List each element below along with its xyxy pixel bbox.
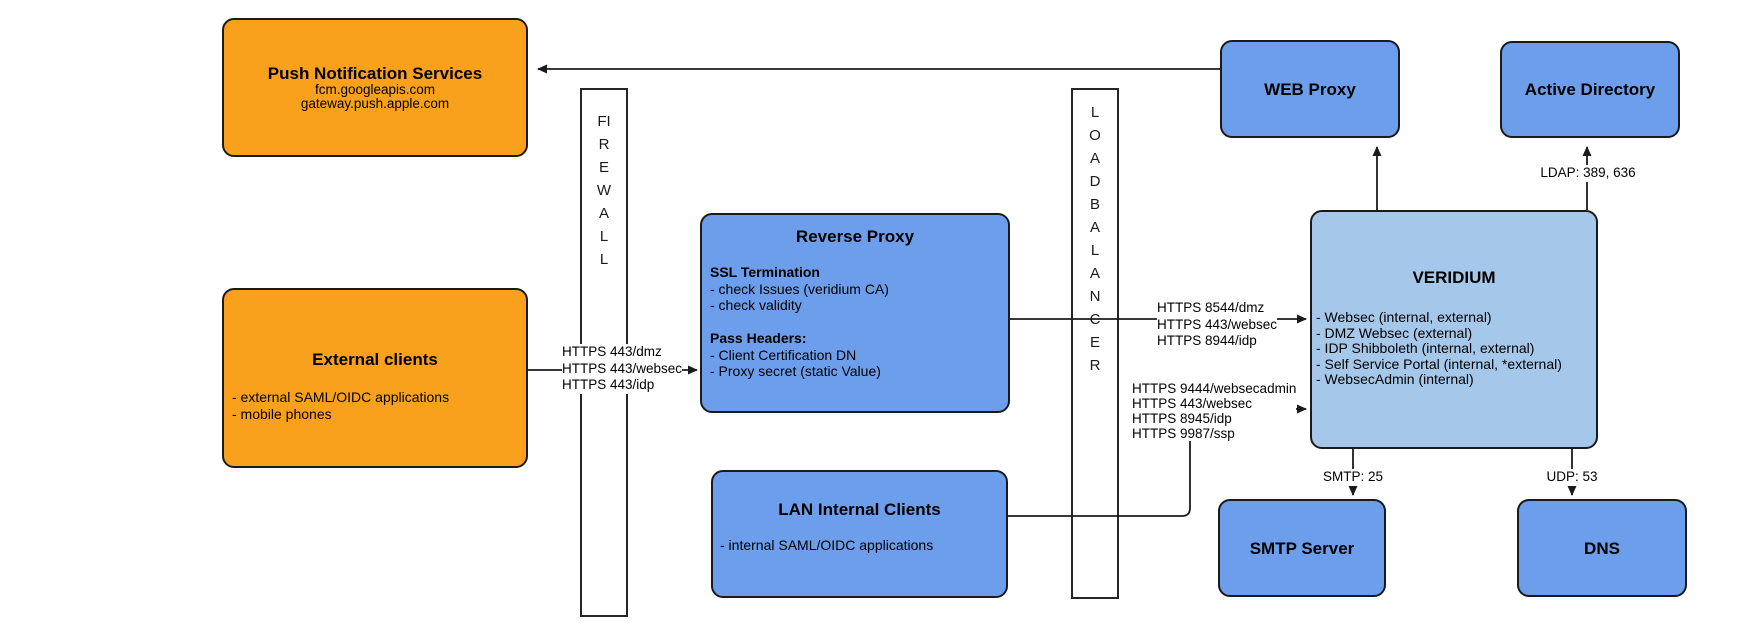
reverse-proxy-item: - Client Certification DN	[710, 346, 857, 363]
node-title: DNS	[1584, 538, 1620, 558]
edge-label-ldap-ports: LDAP: 389, 636	[1540, 165, 1636, 182]
reverse-proxy-item: - Proxy secret (static Value)	[710, 363, 881, 379]
node-external-clients: External clients - external SAML/OIDC ap…	[222, 288, 528, 468]
node-title: SMTP Server	[1249, 538, 1355, 558]
reverse-proxy-item: - check validity	[710, 297, 802, 313]
veridium-item: - DMZ Websec (external)	[1316, 324, 1473, 341]
edge-label-smtp-port: SMTP: 25	[1310, 469, 1396, 486]
lan-clients-item: - internal SAML/OIDC applications	[720, 537, 934, 553]
reverse-proxy-section-heading: Pass Headers:	[710, 330, 807, 346]
node-web-proxy: WEB Proxy	[1220, 40, 1400, 138]
reverse-proxy-section-heading: SSL Termination	[710, 264, 820, 280]
edge-label-line: HTTPS 443/websec	[1132, 396, 1253, 411]
node-title: External clients	[312, 350, 438, 369]
node-lan-internal-clients: LAN Internal Clients - internal SAML/OID…	[711, 470, 1008, 598]
node-reverse-proxy: Reverse Proxy SSL Termination - check Is…	[700, 213, 1010, 413]
node-active-directory: Active Directory	[1500, 41, 1680, 138]
veridium-item: - Self Service Portal (internal, *extern…	[1316, 355, 1562, 372]
node-load-balancer: LOAD BALANCER	[1071, 88, 1119, 599]
node-title: VERIDIUM	[1412, 268, 1496, 287]
push-host-fcm: fcm.googleapis.com	[314, 81, 436, 97]
veridium-item: - Websec (internal, external)	[1316, 309, 1492, 325]
edge-label-line: HTTPS 443/websec	[562, 360, 683, 376]
external-clients-item: - external SAML/OIDC applications	[232, 389, 450, 405]
firewall-label: FIREWALL	[596, 113, 612, 268]
node-dns: DNS	[1517, 499, 1687, 597]
edge-label-line: HTTPS 8544/dmz	[1157, 300, 1265, 315]
edge-label-line: HTTPS 9444/websecadmin	[1132, 381, 1297, 396]
node-smtp-server: SMTP Server	[1218, 499, 1386, 597]
node-veridium: VERIDIUM - Websec (internal, external) -…	[1310, 210, 1598, 449]
node-title: LAN Internal Clients	[778, 500, 941, 519]
edge-lan-to-veridium	[1008, 404, 1307, 517]
node-title: Push Notification Services	[267, 63, 483, 83]
reverse-proxy-item: - check Issues (veridium CA)	[710, 280, 889, 297]
edge-label-line: HTTPS 8944/idp	[1157, 333, 1257, 348]
edge-label-line: HTTPS 443/websec	[1157, 316, 1278, 332]
external-clients-item: - mobile phones	[232, 405, 332, 422]
edge-label-line: HTTPS 8945/idp	[1132, 411, 1232, 426]
veridium-item: - WebsecAdmin (internal)	[1316, 371, 1474, 387]
node-push-notification-services: Push Notification Services fcm.googleapi…	[222, 18, 528, 157]
veridium-item: - IDP Shibboleth (internal, external)	[1316, 340, 1535, 356]
edge-label-line: HTTPS 443/idp	[562, 377, 655, 392]
edge-label-to-veridium-main: HTTPS 8544/dmz HTTPS 443/websec HTTPS 89…	[1157, 300, 1278, 350]
node-title: Active Directory	[1524, 80, 1656, 99]
edge-label-line: HTTPS 443/dmz	[562, 344, 662, 359]
edge-label-line: HTTPS 9987/ssp	[1132, 426, 1235, 441]
edge-label-udp-port: UDP: 53	[1530, 469, 1614, 486]
edge-label-to-veridium-admin: HTTPS 9444/websecadmin HTTPS 443/websec …	[1132, 381, 1297, 441]
node-title: Reverse Proxy	[795, 227, 915, 246]
node-title: WEB Proxy	[1264, 79, 1356, 99]
edge-label-to-reverse-proxy: HTTPS 443/dmz HTTPS 443/websec HTTPS 443…	[562, 344, 683, 394]
push-host-apns: gateway.push.apple.com	[300, 96, 450, 111]
